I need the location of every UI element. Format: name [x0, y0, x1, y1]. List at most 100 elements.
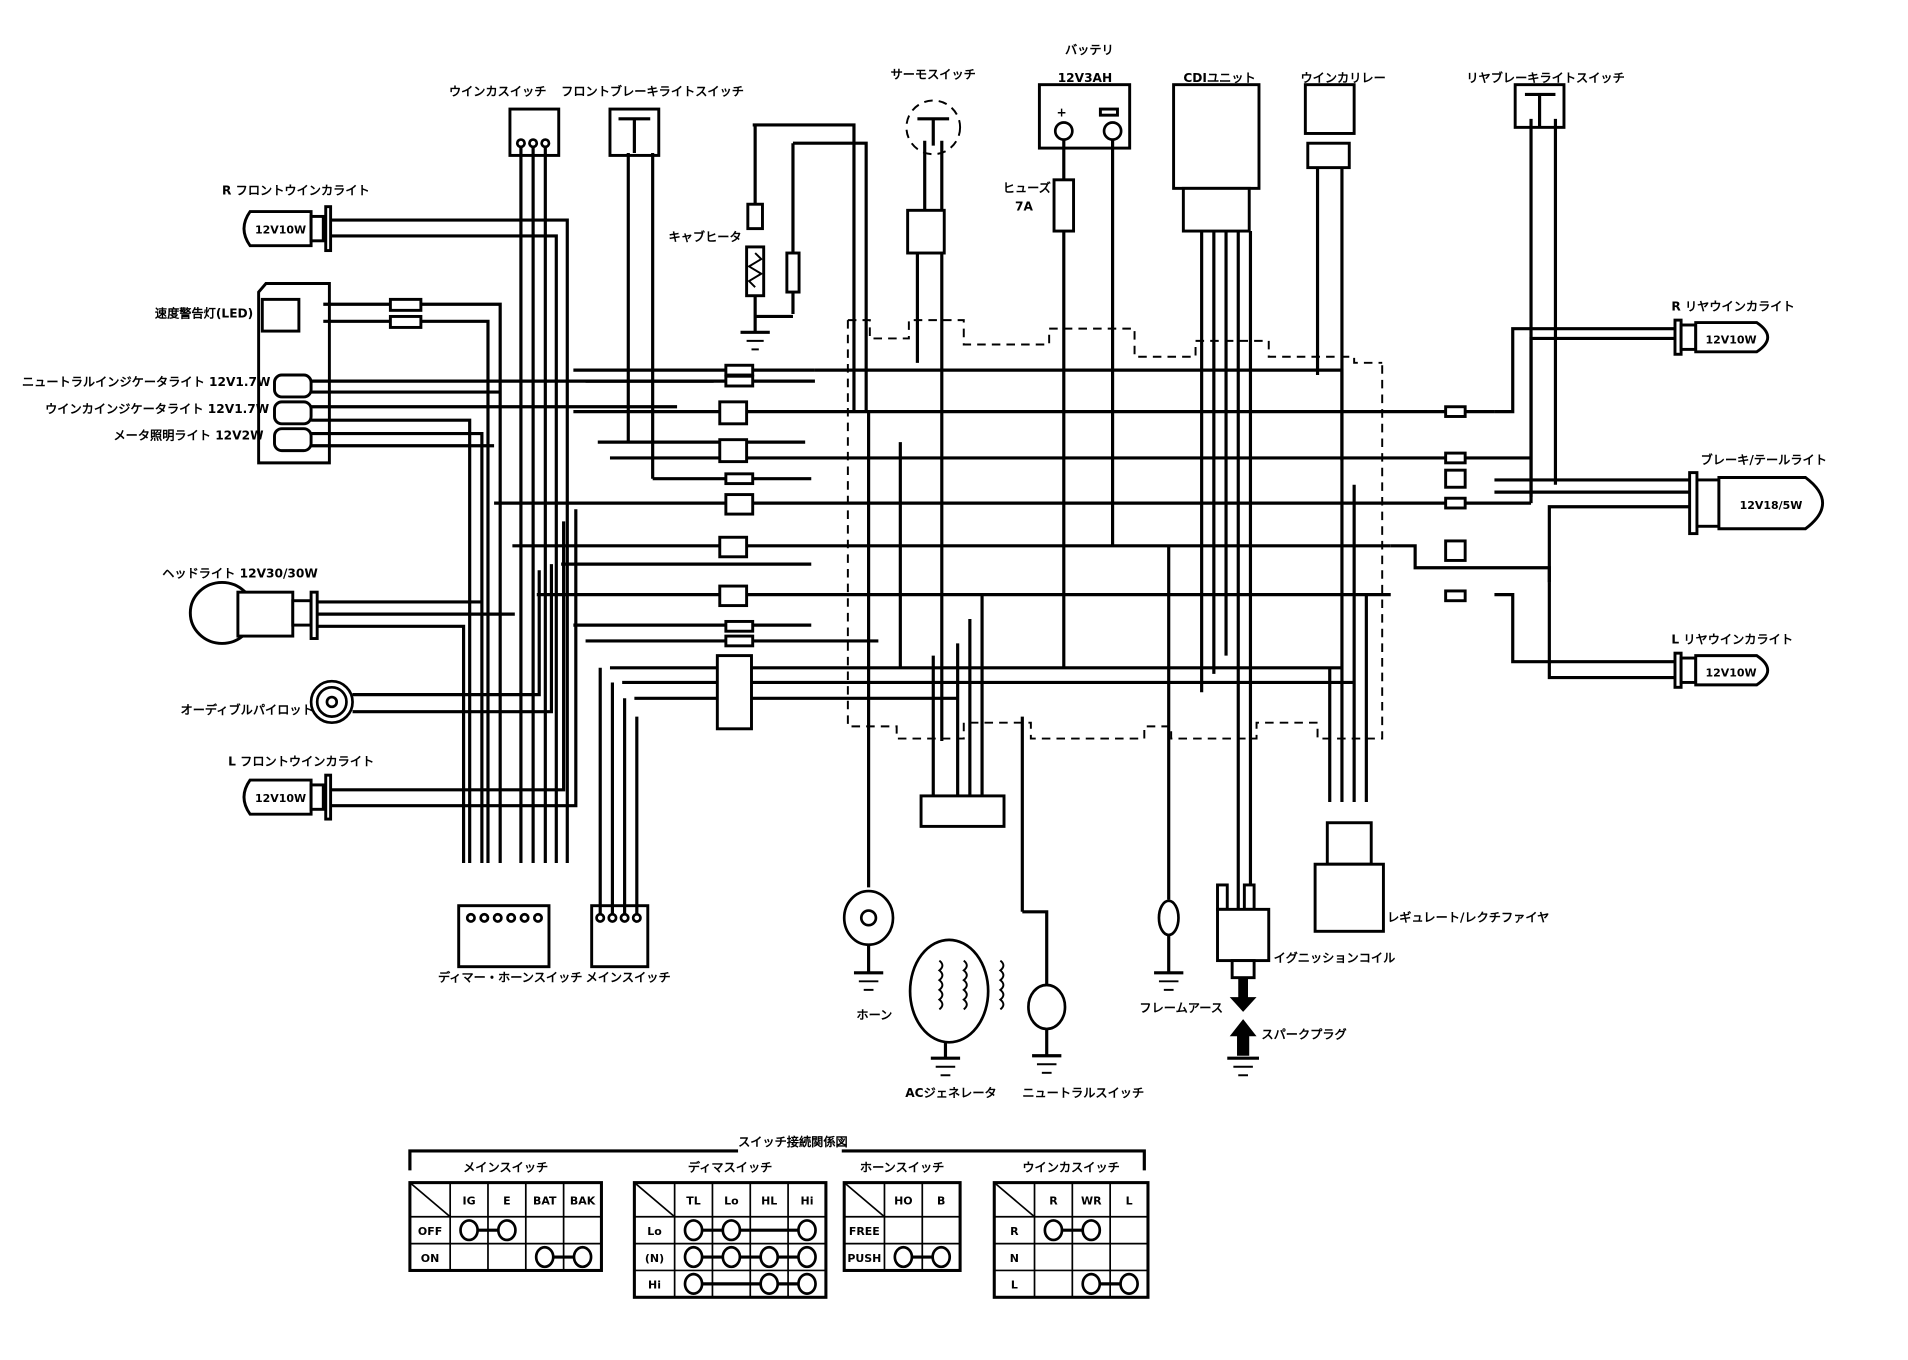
indicator-cluster: 速度警告灯(LED) ニュートラルインジケータライト 12V1.7W ウインカイ… — [22, 282, 714, 863]
table-row-label: Hi — [648, 1279, 661, 1292]
battery: + ヒューズ 7A — [1003, 83, 1132, 668]
connection-dot — [759, 1272, 780, 1295]
ignition-coil-label: イグニッションコイル — [1274, 950, 1396, 965]
front-brake-switch-label: フロントブレーキライトスイッチ — [561, 84, 744, 99]
connection-dot — [683, 1245, 704, 1269]
neutral-switch: ニュートラルスイッチ — [1022, 910, 1144, 1100]
table-col-header: R — [1049, 1195, 1058, 1208]
switch-table-name: メインスイッチ — [463, 1161, 548, 1175]
harness-connectors — [715, 363, 1467, 731]
ac-generator: ACジェネレータ — [905, 794, 1006, 1100]
l-front-winker-bulb: 12V10W — [242, 509, 578, 821]
table-row-label: L — [1011, 1279, 1018, 1292]
connection-dot — [497, 1219, 517, 1242]
regulator-label: レギュレート/レクチファイヤ — [1387, 910, 1549, 925]
r-front-winker-label: R フロントウインカライト — [222, 183, 370, 197]
brake-tail-label: ブレーキ/テールライト — [1701, 452, 1827, 467]
neutral-switch-label: ニュートラルスイッチ — [1022, 1086, 1144, 1100]
table-col-header: L — [1126, 1195, 1133, 1208]
table-diagonal — [993, 1181, 1036, 1218]
meter-light-label: メータ照明ライト 12V2W — [113, 428, 264, 443]
thermo-switch — [905, 99, 962, 741]
table-row-label: ON — [421, 1252, 440, 1265]
harness-lines — [494, 368, 1551, 700]
svg-text:12V18/5W: 12V18/5W — [1740, 499, 1803, 512]
harness-boundary — [846, 319, 1384, 740]
table-diagonal — [843, 1181, 886, 1218]
led-warning-label: 速度警告灯(LED) — [155, 306, 253, 321]
switch-table-name: ホーンスイッチ — [860, 1161, 944, 1175]
connection-dot — [1081, 1219, 1102, 1242]
r-front-winker-bulb: 12V10W — [242, 205, 569, 863]
connection-dot — [1119, 1272, 1139, 1295]
table-row-label: R — [1010, 1225, 1019, 1238]
spark-plug-label: スパークプラグ — [1261, 1027, 1346, 1042]
spark-plug: スパークプラグ — [1227, 1019, 1347, 1077]
bus-lines — [867, 375, 1368, 912]
connection-dot — [683, 1219, 704, 1242]
connection-dot — [797, 1245, 817, 1269]
battery-plus-icon: + — [1056, 105, 1066, 119]
connection-dot — [1081, 1272, 1102, 1295]
cdi-unit — [1172, 83, 1261, 973]
table-col-header: HL — [761, 1195, 777, 1208]
table-diagonal — [633, 1181, 676, 1218]
table-col-header: Hi — [801, 1195, 814, 1208]
dimmer-horn-switch: ディマー・ホーンスイッチ — [438, 904, 583, 984]
rear-brake-switch — [1513, 83, 1566, 498]
ignition-coil: イグニッションコイル — [1216, 883, 1396, 1012]
switch-table-name: ウインカスイッチ — [1022, 1161, 1120, 1175]
connection-dot — [721, 1245, 742, 1269]
r-rear-winker-bulb: 12V10W — [1494, 318, 1770, 504]
frame-earth-label: フレームアース — [1139, 1001, 1223, 1015]
thermo-switch-label: サーモスイッチ — [891, 68, 976, 82]
connection-dot — [759, 1245, 780, 1269]
cap-heater-label: キャブヒータ — [669, 229, 742, 244]
table-row-label: N — [1010, 1252, 1019, 1265]
table-row-label: PUSH — [847, 1252, 881, 1265]
table-col-header: HO — [894, 1195, 913, 1208]
fuse-label: ヒューズ — [1003, 180, 1051, 195]
l-rear-winker-bulb: 12V10W — [1494, 582, 1770, 689]
svg-text:12V10W: 12V10W — [1705, 666, 1756, 679]
switch-table-title: スイッチ接続関係図 — [738, 1134, 848, 1149]
neutral-indicator-label: ニュートラルインジケータライト 12V1.7W — [22, 375, 271, 389]
table-diagonal — [409, 1181, 451, 1218]
connection-dot — [683, 1272, 704, 1295]
battery-label: バッテリ — [1065, 43, 1114, 57]
switch-table-name: ディマスイッチ — [688, 1160, 772, 1175]
table-col-header: BAK — [570, 1195, 596, 1208]
table-row-label: OFF — [418, 1225, 442, 1238]
connection-dot — [1043, 1219, 1064, 1242]
autopilot-label: オーディブルパイロット — [181, 702, 314, 717]
ac-generator-label: ACジェネレータ — [905, 1086, 997, 1100]
table-col-header: TL — [686, 1195, 700, 1208]
l-rear-winker-label: L リヤウインカライト — [1671, 632, 1793, 646]
table-col-header: E — [503, 1195, 511, 1208]
winker-switch-label: ウインカスイッチ — [449, 85, 547, 99]
dimmer-horn-switch-label: ディマー・ホーンスイッチ — [438, 969, 583, 984]
connection-dot — [797, 1219, 817, 1242]
svg-text:12V10W: 12V10W — [255, 792, 306, 805]
frame-earth: フレームアース — [1139, 899, 1223, 1015]
r-rear-winker-label: R リヤウインカライト — [1671, 299, 1794, 313]
winker-switch — [508, 107, 561, 863]
winker-indicator-label: ウインカインジケータライト 12V1.7W — [45, 402, 270, 416]
battery-spec: 12V3AH — [1058, 71, 1113, 85]
headlight-label: ヘッドライト 12V30/30W — [162, 567, 318, 581]
connection-dot — [572, 1245, 593, 1269]
connection-dot — [534, 1245, 555, 1269]
l-front-winker-label: L フロントウインカライト — [228, 754, 374, 768]
table-col-header: Lo — [724, 1195, 739, 1208]
winker-relay — [1303, 83, 1356, 461]
front-brake-switch — [608, 107, 661, 479]
table-row-label: Lo — [647, 1225, 662, 1238]
table-row-label: (N) — [645, 1252, 664, 1265]
regulator-rectifier: レギュレート/レクチファイヤ — [1313, 821, 1549, 933]
